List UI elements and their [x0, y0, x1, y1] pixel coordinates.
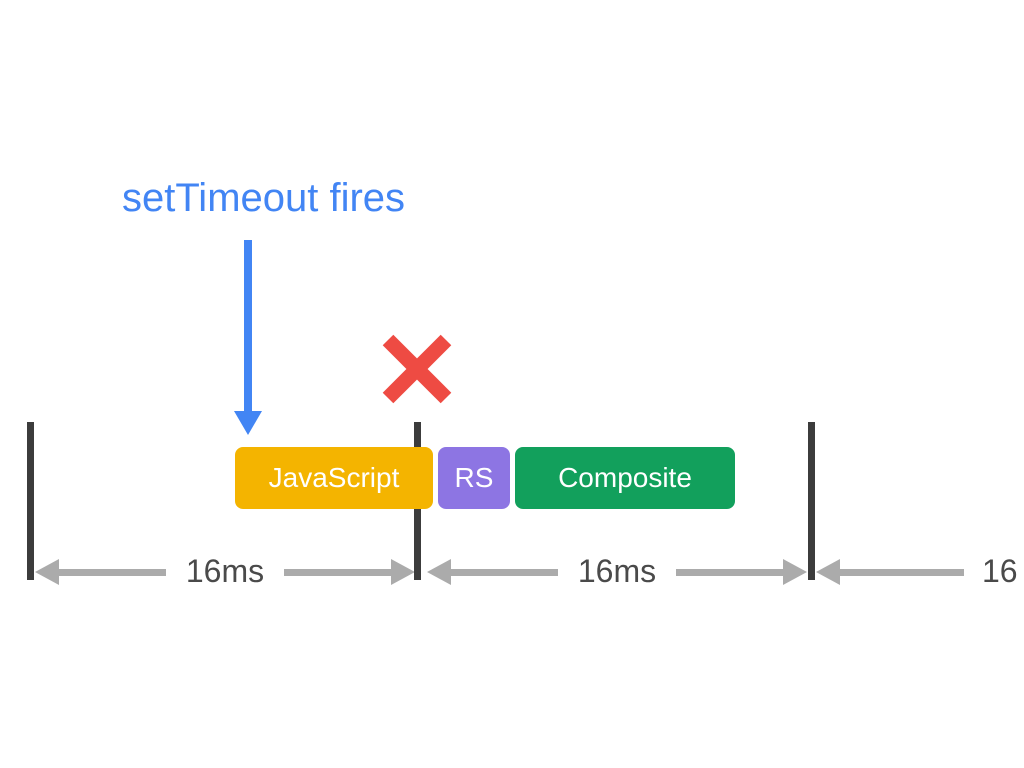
down-arrow-icon: [244, 240, 252, 413]
frame-boundary-tick-1: [27, 422, 34, 580]
block-render-surface: RS: [438, 447, 510, 509]
interval-arrow-2: 16ms: [427, 555, 807, 587]
arrowhead-right-icon: [391, 559, 415, 585]
arrowhead-right-icon: [783, 559, 807, 585]
block-composite: Composite: [515, 447, 735, 509]
settimeout-annotation: setTimeout fires: [122, 176, 406, 220]
interval-arrow-1: 16ms: [35, 555, 415, 587]
block-javascript: JavaScript: [235, 447, 433, 509]
arrowhead-left-icon: [35, 559, 59, 585]
arrowhead-left-icon: [816, 559, 840, 585]
interval-label-2: 16ms: [577, 553, 657, 589]
interval-arrow-3: 16: [816, 555, 1024, 587]
arrowhead-left-icon: [427, 559, 451, 585]
frame-boundary-tick-3: [808, 422, 815, 580]
x-mark-icon: [376, 328, 458, 410]
down-arrow-head-icon: [234, 411, 262, 435]
interval-label-1: 16ms: [185, 553, 265, 589]
interval-label-3: 16: [982, 553, 1018, 589]
